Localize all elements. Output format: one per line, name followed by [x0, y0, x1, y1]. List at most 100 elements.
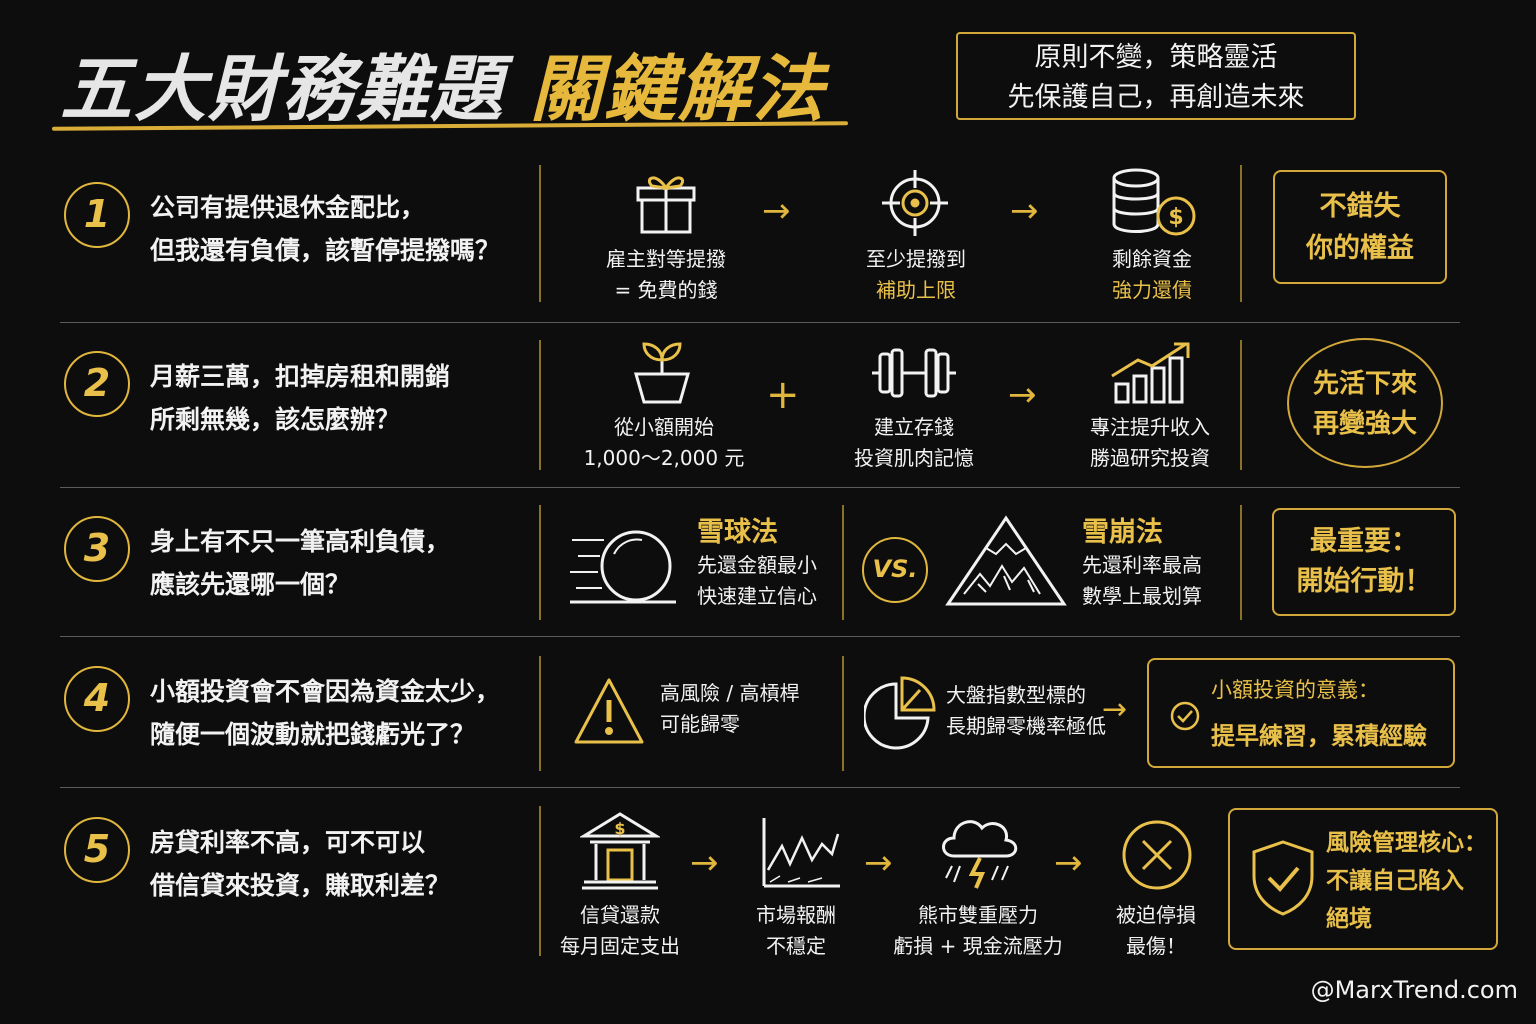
motto-box: 原則不變，策略靈活 先保護自己，再創造未來	[956, 32, 1356, 120]
avalanche-mountain-icon	[945, 515, 1067, 606]
risk-line1: 高風險 / 高槓桿	[660, 681, 800, 705]
conclusion-line3: 絕境	[1326, 906, 1372, 932]
target-icon	[882, 170, 948, 236]
conclusion-title: 小額投資的意義：	[1211, 678, 1379, 702]
row-divider	[60, 322, 1460, 323]
step-line2: 每月固定支出	[560, 934, 680, 958]
gift-icon	[636, 176, 696, 234]
row-divider	[60, 787, 1460, 788]
step-label: 建立存錢 投資肌肉記憶	[854, 412, 974, 474]
conclusion-line2: 開始行動！	[1296, 566, 1432, 597]
method-title: 雪球法	[697, 517, 778, 548]
step-label: 雇主對等提撥 = 免費的錢	[606, 244, 726, 306]
step-line1: 被迫停損	[1116, 903, 1196, 927]
method-line1: 先還金額最小	[697, 553, 817, 577]
question-line1: 公司有提供退休金配比，	[150, 193, 426, 222]
title-part1: 五大財務難題	[60, 47, 505, 131]
index-line1: 大盤指數型標的	[946, 683, 1086, 707]
row-number: 1	[64, 182, 130, 248]
arrow-icon: →	[690, 843, 719, 883]
conclusion-line1: 不錯失	[1319, 191, 1401, 222]
method-line2: 數學上最划算	[1082, 584, 1202, 608]
question-text: 公司有提供退休金配比， 但我還有負債，該暫停提撥嗎？	[150, 186, 500, 272]
method-title: 雪崩法	[1082, 517, 1163, 548]
risk-line2: 可能歸零	[660, 712, 740, 736]
step-line1: 至少提撥到	[866, 247, 966, 271]
column-divider	[1240, 165, 1242, 302]
page-title: 五大財務難題關鍵解法	[60, 30, 826, 135]
step-line1: 專注提升收入	[1090, 415, 1210, 439]
column-divider	[539, 505, 541, 620]
check-circle-icon	[1170, 701, 1200, 731]
question-line2: 借信貸來投資，賺取利差？	[150, 871, 451, 900]
conclusion-line2: 你的權益	[1306, 233, 1414, 264]
warning-icon	[574, 678, 644, 744]
svg-text:$: $	[1168, 205, 1183, 230]
arrow-icon: →	[1010, 191, 1039, 231]
row-number: 2	[64, 351, 130, 417]
step-label: 市場報酬 不穩定	[756, 900, 836, 962]
column-divider	[842, 505, 844, 620]
title-part2: 關鍵解法	[530, 47, 827, 131]
arrow-icon: →	[1054, 843, 1083, 883]
conclusion-box: 最重要： 開始行動！	[1272, 508, 1456, 616]
question-line1: 身上有不只一筆高利負債，	[150, 527, 451, 556]
row-number: 3	[64, 516, 130, 582]
question-line2: 所剩無幾，該怎麼辦？	[150, 405, 401, 434]
snowball-icon	[570, 530, 676, 604]
question-line1: 月薪三萬，扣掉房租和開銷	[150, 362, 451, 391]
storm-cloud-icon	[942, 820, 1018, 889]
method-snowball: 雪球法 先還金額最小 快速建立信心	[697, 516, 817, 612]
question-line2: 隨便一個波動就把錢虧光了？	[150, 720, 476, 749]
motto-line1: 原則不變，策略靈活	[1034, 42, 1278, 73]
coins-icon: $	[1112, 168, 1196, 236]
column-divider	[1240, 505, 1242, 620]
conclusion-text: 提早練習，累積經驗	[1211, 722, 1427, 750]
risk-label: 高風險 / 高槓桿 可能歸零	[660, 678, 799, 740]
step-label: 從小額開始 1,000～2,000 元	[584, 412, 745, 474]
step-line2: 投資肌肉記憶	[854, 446, 974, 470]
index-line2: 長期歸零機率極低	[946, 714, 1106, 738]
sprout-pot-icon	[634, 342, 690, 404]
volatile-chart-icon	[762, 818, 840, 888]
bank-icon: $	[580, 812, 660, 890]
step-line1: 熊市雙重壓力	[917, 903, 1038, 927]
step-line1: 剩餘資金	[1112, 247, 1192, 271]
column-divider	[842, 656, 844, 771]
x-circle-icon	[1122, 820, 1192, 890]
step-line2: 不穩定	[766, 934, 826, 958]
arrow-icon: →	[762, 191, 791, 231]
method-line2: 快速建立信心	[697, 584, 817, 608]
step-line2: 補助上限	[876, 278, 956, 302]
column-divider	[539, 806, 541, 956]
step-line2: 最傷！	[1126, 934, 1186, 958]
arrow-icon: →	[864, 843, 893, 883]
conclusion-line1: 最重要：	[1310, 526, 1418, 557]
motto-line2: 先保護自己，再創造未來	[1007, 82, 1305, 113]
dumbbell-icon	[872, 348, 956, 398]
svg-text:$: $	[614, 819, 625, 838]
row-divider	[60, 487, 1460, 488]
index-label: 大盤指數型標的 長期歸零機率極低	[946, 680, 1106, 742]
step-label: 至少提撥到 補助上限	[866, 244, 966, 306]
pie-chart-icon	[864, 676, 936, 750]
step-line1: 信貸還款	[580, 903, 660, 927]
versus-badge: VS.	[862, 537, 928, 603]
conclusion-box: 小額投資的意義： 提早練習，累積經驗	[1147, 658, 1455, 768]
conclusion-box: 不錯失 你的權益	[1273, 170, 1447, 284]
step-line1: 建立存錢	[874, 415, 954, 439]
step-line1: 雇主對等提撥	[606, 247, 726, 271]
conclusion-box: 風險管理核心： 不讓自己陷入 絕境	[1228, 808, 1498, 950]
column-divider	[539, 656, 541, 771]
conclusion-oval: 先活下來 再變強大	[1287, 338, 1443, 468]
arrow-icon: →	[1008, 375, 1037, 415]
conclusion-line2: 再變強大	[1312, 409, 1417, 439]
step-label: 熊市雙重壓力 虧損 + 現金流壓力	[893, 900, 1062, 962]
conclusion-line2: 不讓自己陷入	[1326, 868, 1464, 894]
question-text: 月薪三萬，扣掉房租和開銷 所剩無幾，該怎麼辦？	[150, 355, 450, 441]
method-line1: 先還利率最高	[1082, 553, 1202, 577]
column-divider	[1240, 340, 1242, 470]
arrow-icon: →	[1102, 692, 1128, 727]
step-label: 剩餘資金 強力還債	[1112, 244, 1192, 306]
step-line2: 勝過研究投資	[1090, 446, 1210, 470]
